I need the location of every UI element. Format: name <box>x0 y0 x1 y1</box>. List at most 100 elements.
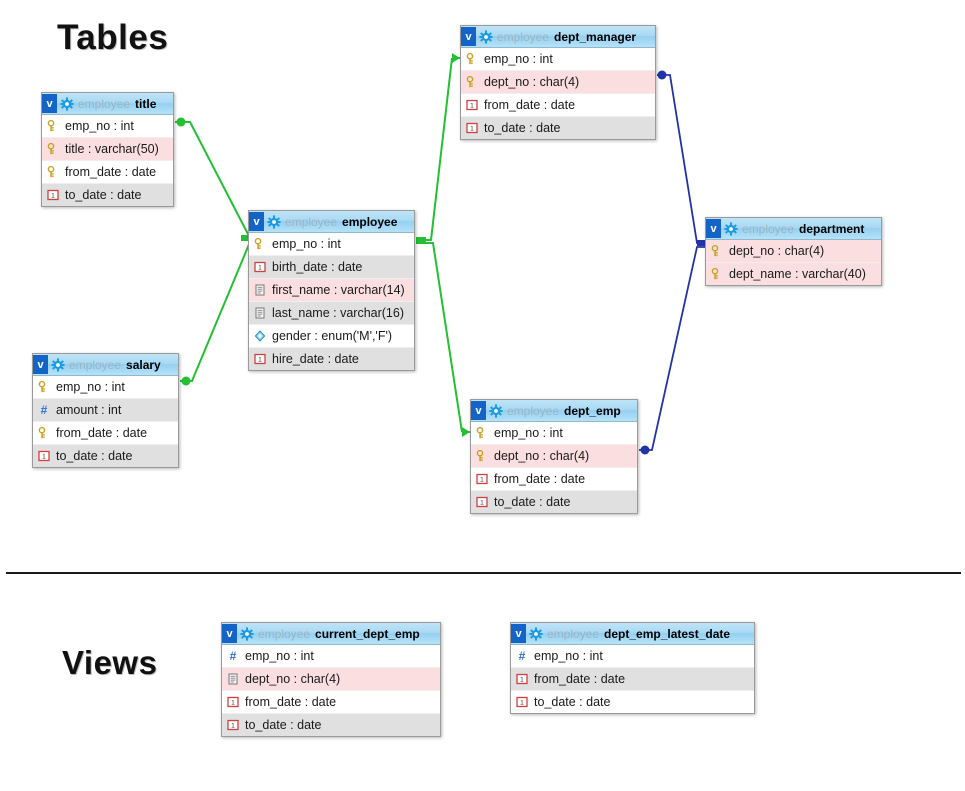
field-label: first_name : varchar(14) <box>272 283 405 297</box>
field-label: emp_no : int <box>534 649 603 663</box>
field-row[interactable]: dept_no : char(4) <box>461 71 655 94</box>
table-schema-label: employee <box>78 96 131 111</box>
field-label: title : varchar(50) <box>65 142 159 156</box>
key-icon <box>466 53 474 65</box>
field-row[interactable]: from_date : date <box>33 422 178 445</box>
date-icon: 1 <box>227 696 239 708</box>
gear-icon-wrap <box>51 357 69 372</box>
date-icon: 1 <box>38 450 50 462</box>
gear-icon-wrap <box>60 96 78 111</box>
gear-icon <box>267 214 281 229</box>
field-label: dept_no : char(4) <box>729 244 825 258</box>
svg-text:1: 1 <box>480 500 484 507</box>
svg-text:1: 1 <box>480 477 484 484</box>
svg-text:1: 1 <box>42 454 46 461</box>
field-row[interactable]: dept_name : varchar(40) <box>706 263 881 285</box>
gear-icon <box>51 357 65 372</box>
field-row[interactable]: 1 to_date : date <box>222 714 440 736</box>
table-schema-label: employee <box>507 403 560 418</box>
text-icon <box>255 307 265 319</box>
field-row[interactable]: dept_no : char(4) <box>706 240 881 263</box>
date-icon: 1 <box>254 261 266 273</box>
date-icon: 1 <box>466 122 478 134</box>
field-row[interactable]: first_name : varchar(14) <box>249 279 414 302</box>
field-row[interactable]: from_date : date <box>42 161 173 184</box>
field-label: last_name : varchar(16) <box>272 306 405 320</box>
field-label: to_date : date <box>534 695 611 709</box>
key-icon <box>466 76 474 88</box>
view-schema-label: employee <box>547 626 600 641</box>
field-row[interactable]: title : varchar(50) <box>42 138 173 161</box>
gear-icon-wrap <box>529 626 547 641</box>
field-row[interactable]: emp_no : int <box>461 48 655 71</box>
field-row[interactable]: emp_no : int <box>249 233 414 256</box>
number-icon: # <box>230 650 237 662</box>
field-row[interactable]: emp_no : int <box>42 115 173 138</box>
field-label: to_date : date <box>494 495 571 509</box>
field-label: amount : int <box>56 403 122 417</box>
table-schema-label: employee <box>69 357 122 372</box>
svg-text:1: 1 <box>258 265 262 272</box>
field-row[interactable]: #emp_no : int <box>222 645 440 668</box>
field-label: dept_no : char(4) <box>245 672 341 686</box>
field-label: emp_no : int <box>272 237 341 251</box>
field-row[interactable]: #emp_no : int <box>511 645 754 668</box>
view-badge-icon: v <box>222 624 237 643</box>
field-label: from_date : date <box>56 426 148 440</box>
svg-text:1: 1 <box>520 677 524 684</box>
date-icon: 1 <box>254 353 266 365</box>
field-label: from_date : date <box>494 472 586 486</box>
table-header-title[interactable]: v employee title <box>42 93 173 115</box>
relationship-title-employee <box>175 117 251 241</box>
table-name-label: title <box>135 96 157 111</box>
field-row[interactable]: emp_no : int <box>471 422 637 445</box>
table-box-title[interactable]: v employee title emp_no : int title : varcha… <box>41 92 174 207</box>
field-row[interactable]: emp_no : int <box>33 376 178 399</box>
field-row[interactable]: gender : enum('M','F') <box>249 325 414 348</box>
svg-text:1: 1 <box>51 193 55 200</box>
field-row[interactable]: dept_no : char(4) <box>471 445 637 468</box>
relationship-salary-employee <box>180 241 251 386</box>
field-row[interactable]: 1 to_date : date <box>471 491 637 513</box>
field-row[interactable]: 1 from_date : date <box>471 468 637 491</box>
date-icon: 1 <box>466 99 478 111</box>
gear-icon-wrap <box>479 29 497 44</box>
field-row[interactable]: last_name : varchar(16) <box>249 302 414 325</box>
key-icon <box>254 238 262 250</box>
field-row[interactable]: #amount : int <box>33 399 178 422</box>
date-icon: 1 <box>516 673 528 685</box>
field-label: to_date : date <box>245 718 322 732</box>
section-divider <box>6 572 961 574</box>
svg-text:#: # <box>230 650 237 662</box>
date-icon: 1 <box>227 719 239 731</box>
field-row[interactable]: dept_no : char(4) <box>222 668 440 691</box>
view-badge-icon: v <box>42 94 57 113</box>
svg-text:1: 1 <box>470 126 474 133</box>
table-schema-label: employee <box>285 214 338 229</box>
svg-text:1: 1 <box>470 103 474 110</box>
gear-icon <box>479 29 493 44</box>
